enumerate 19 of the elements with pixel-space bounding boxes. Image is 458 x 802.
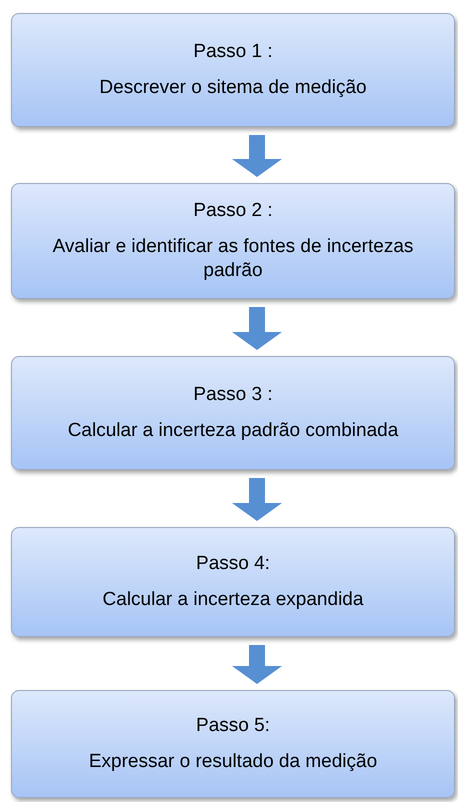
step-description: Expressar o resultado da medição [88,750,378,774]
step-box [11,527,455,637]
step-box [11,356,455,470]
down-arrow [232,645,282,684]
step-description: Calcular a incerteza padrão combinada [68,419,398,443]
step-title: Passo 4: [196,552,270,576]
step-box [11,13,455,127]
step-title: Passo 3 : [193,383,273,407]
down-arrow [232,478,282,521]
step-title: Passo 5: [196,714,270,738]
down-arrow [232,135,282,177]
step-title: Passo 2 : [193,199,273,223]
down-arrow [232,307,282,350]
step-description: Descrever o sitema de medição [99,76,367,100]
step-description: Calcular a incerteza expandida [102,588,364,612]
step-box [11,690,455,798]
step-description: Avaliar e identificar as fontes de incertezas padrão [52,235,414,283]
step-box [11,183,455,299]
step-title: Passo 1 : [193,40,273,64]
